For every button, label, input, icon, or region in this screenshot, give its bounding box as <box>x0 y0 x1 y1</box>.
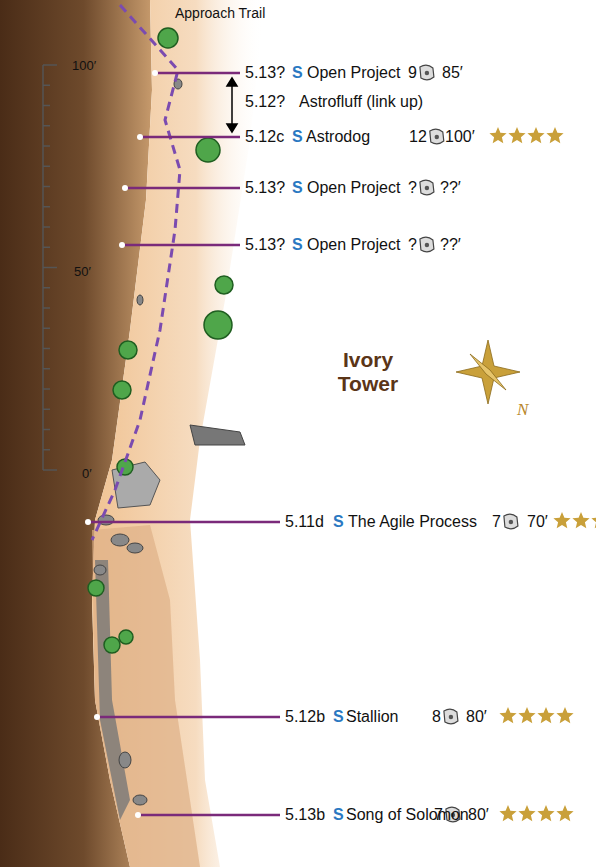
bolt-icon <box>504 514 518 529</box>
protection-code: S <box>292 179 303 197</box>
quality-star <box>537 805 554 821</box>
scale-tick <box>43 368 50 370</box>
quality-star <box>508 127 525 143</box>
scale-tick <box>43 145 50 147</box>
route-label: 5.12c <box>245 128 284 146</box>
bolt-icon <box>420 65 434 80</box>
route-label: 85′ <box>442 64 463 82</box>
quality-star <box>556 805 573 821</box>
scale-mark: 50′ <box>74 265 91 279</box>
bolt-icon <box>420 180 434 195</box>
route-label: 7 <box>434 806 443 824</box>
route-label: 7 <box>492 513 501 531</box>
quality-star <box>591 512 596 528</box>
protection-code: S <box>333 708 344 726</box>
route-label: 5.12b <box>285 708 325 726</box>
quality-star <box>556 707 573 723</box>
route-label: Open Project <box>307 64 400 82</box>
route-label: Open Project <box>307 179 400 197</box>
bolt-icon <box>444 709 458 724</box>
scale-tick <box>43 85 50 87</box>
route-label: 5.13? <box>245 64 285 82</box>
route-label: Song of Solomon <box>346 806 469 824</box>
protection-code: S <box>292 64 303 82</box>
quality-star <box>518 805 535 821</box>
route-label: Ivory Tower <box>323 348 413 396</box>
quality-star <box>527 127 544 143</box>
scale-tick <box>43 388 50 390</box>
scale-tick <box>43 328 50 330</box>
route-label: Astrodog <box>306 128 370 146</box>
quality-star <box>489 127 506 143</box>
quality-star <box>499 805 516 821</box>
protection-code: S <box>292 236 303 254</box>
scale-tick <box>43 409 50 411</box>
route-label: 8 <box>432 708 441 726</box>
route-label: Stallion <box>346 708 398 726</box>
scale-tick <box>43 307 50 309</box>
scale-tick <box>43 348 50 350</box>
scale-tick <box>43 449 50 451</box>
route-label: 70′ <box>527 513 548 531</box>
protection-code: S <box>333 513 344 531</box>
quality-star <box>572 512 589 528</box>
route-label: 5.12? <box>245 93 285 111</box>
route-label: N <box>517 401 528 420</box>
route-label: ??′ <box>440 236 461 254</box>
scale-tick <box>43 125 50 127</box>
scale-tick <box>43 469 57 471</box>
protection-code: S <box>292 128 303 146</box>
quality-star <box>499 707 516 723</box>
route-label: 80′ <box>466 708 487 726</box>
scale-tick <box>43 166 50 168</box>
route-label: Astrofluff (link up) <box>299 93 423 111</box>
scale-tick <box>43 64 57 66</box>
route-label: Approach Trail <box>175 6 265 21</box>
bolt-icon <box>420 237 434 252</box>
scale-tick <box>43 429 50 431</box>
route-label: 5.13? <box>245 179 285 197</box>
route-label: 5.13? <box>245 236 285 254</box>
quality-star <box>546 127 563 143</box>
scale-mark: 0′ <box>82 467 92 481</box>
scale-tick <box>43 206 50 208</box>
route-label: ? <box>408 236 417 254</box>
route-label: 5.13b <box>285 806 325 824</box>
scale-tick <box>43 267 57 269</box>
quality-star <box>553 512 570 528</box>
quality-star <box>518 707 535 723</box>
route-label: The Agile Process <box>348 513 477 531</box>
quality-star <box>537 707 554 723</box>
protection-code: S <box>333 806 344 824</box>
route-label: Open Project <box>307 236 400 254</box>
route-label: 9 <box>408 64 417 82</box>
scale-tick <box>43 105 50 107</box>
scale-mark: 100′ <box>72 59 96 73</box>
scale-tick <box>43 247 50 249</box>
route-label: ??′ <box>440 179 461 197</box>
scale-tick <box>43 287 50 289</box>
route-label: 100′ <box>445 128 475 146</box>
route-label: 80′ <box>468 806 489 824</box>
bolt-icon <box>430 129 444 144</box>
route-label: 12 <box>409 128 427 146</box>
scale-tick <box>43 186 50 188</box>
scale-tick <box>43 226 50 228</box>
route-label: 5.11d <box>285 513 324 531</box>
route-label: ? <box>408 179 417 197</box>
